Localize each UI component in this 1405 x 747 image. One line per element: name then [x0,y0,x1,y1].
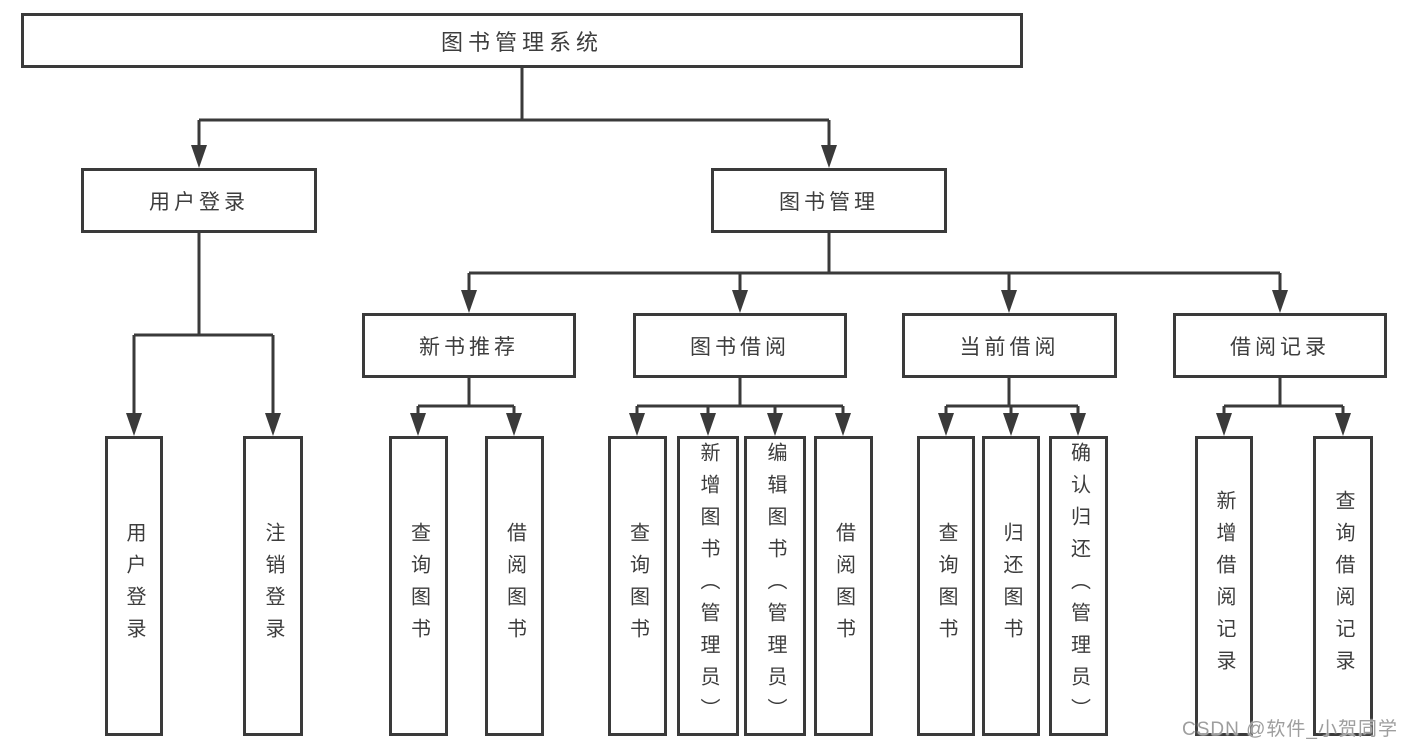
arrowheads [126,145,1351,436]
node-label: 新书推荐 [419,335,519,359]
leaf-add-books-admin: 新增图书（管理员） [677,436,739,736]
node-label: 注销登录 [262,522,284,650]
leaf-query-books-recommend: 查询图书 [389,436,448,736]
node-label: 编辑图书（管理员） [764,442,786,730]
node-label: 新增图书（管理员） [697,442,719,730]
node-label: 图书管理 [779,190,879,214]
node-label: 查询图书 [407,522,430,650]
node-label: 用户登录 [123,522,145,650]
leaf-logout: 注销登录 [243,436,303,736]
node-label: 当前借阅 [959,335,1060,359]
node-book-management: 图书管理 [711,168,947,233]
node-label: 用户登录 [149,190,249,214]
leaf-add-borrow-record: 新增借阅记录 [1195,436,1253,736]
node-label: 借阅图书 [503,522,526,650]
node-library-management-system: 图书管理系统 [21,13,1023,68]
node-label: 查询图书 [935,522,957,650]
node-current-borrow: 当前借阅 [902,313,1117,378]
node-borrow-records: 借阅记录 [1173,313,1387,378]
node-label: 查询图书 [626,522,649,650]
leaf-query-books-borrow: 查询图书 [608,436,667,736]
leaf-edit-books-admin: 编辑图书（管理员） [744,436,806,736]
csdn-watermark: CSDN @软件_小贺同学 [1182,719,1398,740]
node-label: 借阅记录 [1230,335,1330,359]
node-new-book-recommend: 新书推荐 [362,313,576,378]
leaf-user-login: 用户登录 [105,436,163,736]
node-label: 借阅图书 [832,522,855,650]
leaf-query-books-current: 查询图书 [917,436,975,736]
node-user-login: 用户登录 [81,168,317,233]
node-label: 图书借阅 [690,335,790,359]
node-label: 归还图书 [1000,522,1022,650]
leaf-borrow-books-recommend: 借阅图书 [485,436,544,736]
leaf-query-borrow-record: 查询借阅记录 [1313,436,1373,736]
node-label: 查询借阅记录 [1332,490,1354,682]
node-label: 新增借阅记录 [1213,490,1235,682]
leaf-confirm-return-admin: 确认归还（管理员） [1049,436,1108,736]
node-label: 图书管理系统 [440,29,603,55]
leaf-borrow-books: 借阅图书 [814,436,873,736]
node-book-borrow: 图书借阅 [633,313,847,378]
leaf-return-books: 归还图书 [982,436,1040,736]
node-label: 确认归还（管理员） [1067,442,1090,730]
